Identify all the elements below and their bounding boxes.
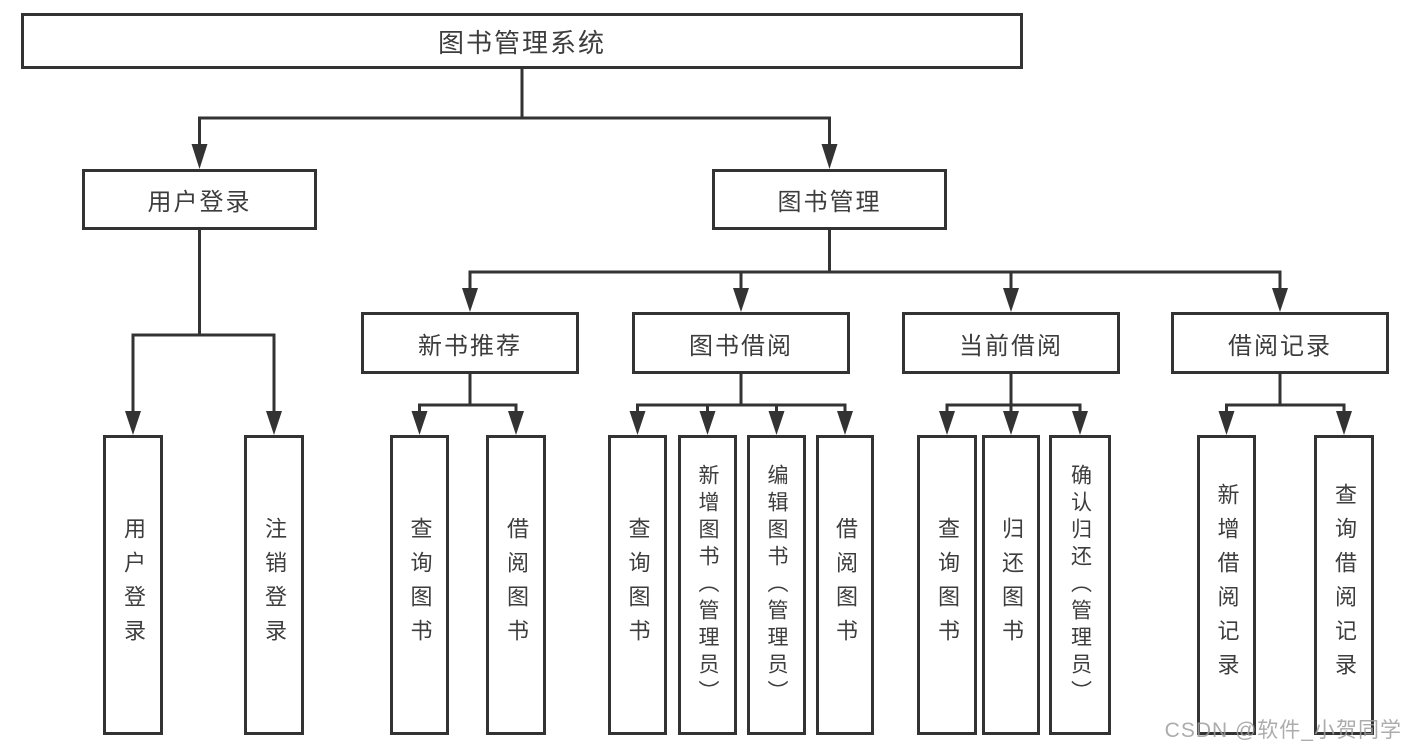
arrowhead-icon [768, 411, 785, 435]
leaf-logout: 注销登录 [244, 435, 304, 735]
leaf-add-books-admin: 新增图书（管理员） [678, 435, 737, 735]
leaf-query-books-recommend: 查询图书 [390, 435, 449, 735]
arrowhead-icon [191, 144, 208, 169]
arrowhead-icon [1003, 411, 1019, 435]
leaf-confirm-return-admin: 确认归还（管理员） [1049, 435, 1111, 735]
connector-userlogin-split [131, 333, 276, 413]
node-user-login: 用户登录 [82, 169, 317, 230]
node-borrowing-records: 借阅记录 [1171, 312, 1389, 374]
leaf-borrow-books-borrowing: 借阅图书 [816, 435, 874, 735]
leaf-query-books-borrowing: 查询图书 [608, 435, 667, 735]
connector-root-split [198, 116, 831, 146]
leaf-label: 查询图书 [625, 517, 651, 653]
arrowhead-icon [699, 411, 716, 435]
node-new-book-recommendation: 新书推荐 [361, 312, 579, 374]
leaf-add-borrow-record: 新增借阅记录 [1197, 435, 1256, 735]
connector-bookmgmt-split [468, 270, 1282, 290]
arrowhead-icon [462, 288, 478, 312]
leaf-edit-books-admin: 编辑图书（管理员） [747, 435, 806, 735]
leaf-label: 借阅图书 [833, 517, 858, 653]
leaf-query-borrow-record: 查询借阅记录 [1314, 435, 1374, 735]
arrowhead-icon [1003, 288, 1019, 312]
leaf-label: 查询图书 [407, 517, 433, 653]
leaf-label: 借阅图书 [504, 517, 529, 653]
leaf-label: 确认归还（管理员） [1068, 463, 1092, 707]
arrowhead-icon [629, 411, 646, 435]
arrowhead-icon [1072, 411, 1088, 435]
arrowhead-icon [508, 411, 524, 435]
leaf-label: 查询借阅记录 [1332, 483, 1357, 687]
node-current-borrowing: 当前借阅 [902, 312, 1120, 374]
arrowhead-icon [939, 411, 955, 435]
leaf-query-books-current: 查询图书 [917, 435, 977, 735]
arrowhead-icon [837, 411, 853, 435]
leaf-label: 注销登录 [262, 517, 287, 653]
leaf-label: 查询图书 [935, 517, 960, 653]
arrowhead-icon [733, 288, 749, 312]
leaf-return-books: 归还图书 [982, 435, 1040, 735]
node-book-borrowing: 图书借阅 [632, 312, 850, 374]
arrowhead-icon [411, 411, 428, 435]
arrowhead-icon [125, 411, 141, 435]
leaf-label: 新增图书（管理员） [696, 463, 719, 707]
leaf-label: 新增借阅记录 [1214, 483, 1240, 687]
node-book-management: 图书管理 [712, 169, 947, 230]
arrowhead-icon [1336, 411, 1352, 435]
arrowhead-icon [1272, 288, 1288, 312]
node-library-system: 图书管理系统 [21, 13, 1023, 69]
leaf-user-login: 用户登录 [103, 435, 163, 735]
leaf-borrow-books-recommend: 借阅图书 [486, 435, 546, 735]
leaf-label: 编辑图书（管理员） [765, 463, 788, 707]
leaf-label: 用户登录 [121, 517, 146, 653]
arrowhead-icon [821, 144, 838, 169]
arrowhead-icon [266, 411, 282, 435]
arrowhead-icon [1218, 411, 1235, 435]
leaf-label: 归还图书 [999, 517, 1024, 653]
